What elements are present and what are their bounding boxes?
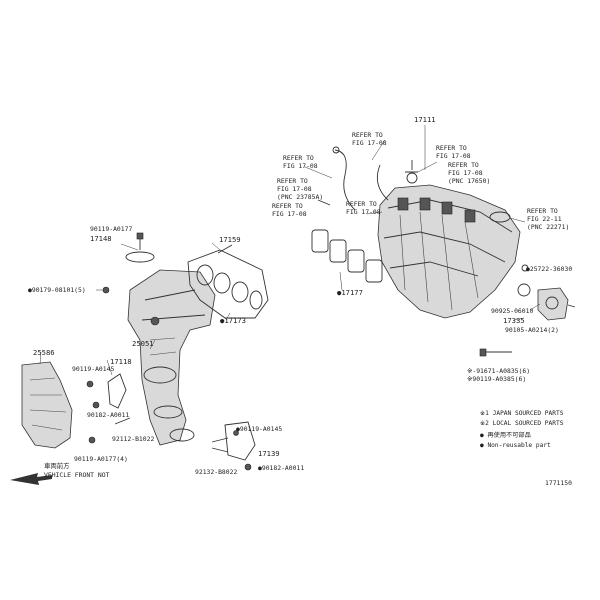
legend-non-reusable-jp: ● 再使用不可部品: [480, 431, 531, 439]
refer-text: REFER TO: [527, 207, 558, 215]
heat-insulator-25586: [21, 361, 73, 449]
throttle-sensor-17335: [537, 287, 576, 321]
refer-callout-5[interactable]: REFER TO FIG 17-08: [272, 202, 307, 218]
refer-callout-8[interactable]: REFER TO FIG 22-11 (PNC 22271): [527, 207, 569, 231]
refer-text: REFER TO: [277, 177, 308, 185]
vacuum-hoses: [317, 146, 389, 211]
part-callout-25051[interactable]: 25051: [132, 339, 154, 348]
vehicle-front-label: VEHICLE FRONT NOT: [44, 471, 110, 479]
stud-17159: [217, 244, 233, 254]
refer-text: REFER TO: [283, 154, 314, 162]
refer-fig[interactable]: FIG 17-08: [352, 139, 387, 147]
part-callout-92112-b1022[interactable]: 92112-B1022: [112, 435, 154, 443]
legend-japan-sourced: ※1 JAPAN SOURCED PARTS: [480, 410, 564, 417]
part-callout-17139[interactable]: 17139: [258, 449, 280, 458]
intake-manifold: [377, 160, 531, 319]
part-callout-17335[interactable]: 17335: [503, 316, 525, 325]
refer-fig[interactable]: FIG 22-11: [527, 215, 562, 223]
legend-local-sourced: ※2 LOCAL SOURCED PARTS: [480, 420, 564, 427]
legend-non-reusable: ● Non-reusable part: [480, 442, 551, 449]
leader-lines: [39, 125, 541, 376]
part-callout-90105-a0214[interactable]: 90105-A0214(2): [505, 326, 559, 334]
legend: ※1 JAPAN SOURCED PARTS ※2 LOCAL SOURCED …: [480, 410, 564, 449]
part-callout-25586[interactable]: 25586: [33, 348, 55, 357]
bolt-intake: [479, 348, 512, 357]
refer-fig[interactable]: FIG 17-08: [436, 152, 471, 160]
refer-callout-7[interactable]: REFER TO FIG 17-08 (PNC 17650): [448, 161, 490, 185]
part-callout-25722-36030[interactable]: ●25722-36030: [526, 265, 572, 273]
refer-callout-6[interactable]: REFER TO FIG 17-08: [346, 200, 381, 216]
part-callout-90119-a0145-r[interactable]: ●90119-A0145: [236, 425, 282, 433]
part-callout-90182-a0011[interactable]: 90182-A0011: [87, 411, 129, 419]
part-callout-90179-08101[interactable]: ●90179-08101(5): [28, 286, 86, 294]
refer-text: REFER TO: [436, 144, 467, 152]
refer-fig[interactable]: FIG 17-08: [272, 210, 307, 218]
part-callout-90119-a0177[interactable]: 90119-A0177: [90, 225, 132, 233]
refer-fig[interactable]: FIG 17-08: [277, 185, 312, 193]
figure-code: 1771150: [545, 479, 572, 487]
refer-pnc: (PNC 23785A): [277, 193, 323, 201]
part-callout-90182-a0011-r[interactable]: ●90182-A0011: [258, 464, 304, 472]
refer-callout-1[interactable]: REFER TO FIG 17-08: [283, 154, 318, 170]
part-callout-92132-b8022[interactable]: 92132-B8022: [195, 468, 237, 476]
refer-fig[interactable]: FIG 17-08: [283, 162, 318, 170]
part-callout-90925-06010[interactable]: 90925-06010: [491, 307, 533, 315]
fasteners-lower: [86, 380, 229, 453]
bracket-17139: [224, 421, 256, 471]
part-callout-17173[interactable]: ●17173: [220, 316, 246, 325]
refer-pnc: (PNC 22271): [527, 223, 569, 231]
part-callout-17148[interactable]: 17148: [90, 234, 112, 243]
part-callout-90119-a0385[interactable]: ※90119-A0385(6): [467, 375, 526, 383]
bracket-17118: [107, 373, 127, 409]
vehicle-front-arrow-icon: [10, 473, 52, 485]
gasket-17148: [125, 232, 155, 263]
refer-text: REFER TO: [346, 200, 377, 208]
refer-pnc: (PNC 17650): [448, 177, 490, 185]
refer-text: REFER TO: [352, 131, 383, 139]
part-callout-90119-a0145[interactable]: 90119-A0145: [72, 365, 114, 373]
refer-callout-4[interactable]: REFER TO FIG 17-08 (PNC 23785A): [277, 177, 323, 201]
refer-fig[interactable]: FIG 17-08: [448, 169, 483, 177]
intake-gasket-17177: [311, 229, 383, 283]
part-callout-17159[interactable]: 17159: [219, 235, 241, 244]
vehicle-front-label-jp: 車両前方: [44, 461, 70, 470]
refer-callout-3[interactable]: REFER TO FIG 17-08: [436, 144, 471, 160]
part-callout-90119-a0177-4[interactable]: 90119-A0177(4): [74, 455, 128, 463]
refer-text: REFER TO: [272, 202, 303, 210]
part-callout-91671-a0835[interactable]: ※-91671-A0835(6): [467, 367, 530, 375]
refer-callout-2[interactable]: REFER TO FIG 17-08: [352, 131, 387, 147]
refer-fig[interactable]: FIG 17-08: [346, 208, 381, 216]
exhaust-manifold-25051: [127, 269, 216, 446]
part-callout-17177[interactable]: ●17177: [337, 288, 363, 297]
refer-text: REFER TO: [448, 161, 479, 169]
part-callout-17118[interactable]: 17118: [110, 357, 132, 366]
part-callout-17111[interactable]: 17111: [414, 115, 436, 124]
heat-insulator-17173: [187, 249, 269, 319]
